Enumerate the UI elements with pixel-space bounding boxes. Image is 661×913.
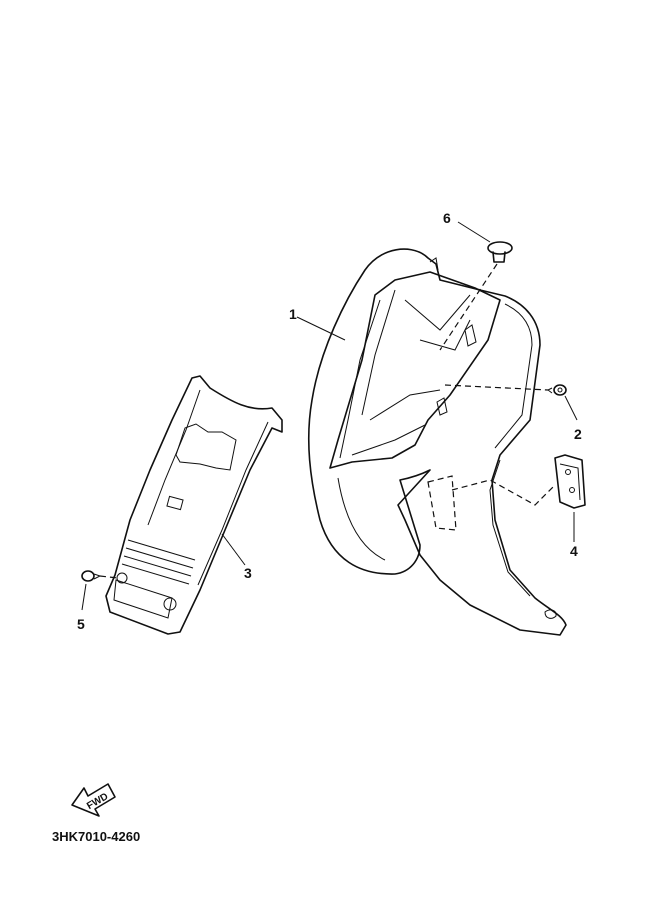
leader-line-1 <box>296 316 346 341</box>
callout-4: 4 <box>570 543 578 559</box>
plate-part-4 <box>554 454 586 509</box>
bolt-part-2 <box>547 384 567 396</box>
dashed-line-2 <box>444 384 549 391</box>
screw-part-5 <box>81 570 102 582</box>
grommet-part-6 <box>487 241 513 263</box>
front-cover-part-3 <box>105 375 283 635</box>
diagram-code: 3HK7010-4260 <box>52 829 140 844</box>
callout-6: 6 <box>443 210 451 226</box>
callout-5: 5 <box>77 616 85 632</box>
callout-3: 3 <box>244 565 252 581</box>
callout-2: 2 <box>574 426 582 442</box>
callout-1: 1 <box>289 306 297 322</box>
dashed-line-4 <box>451 479 556 506</box>
leader-line-5 <box>81 583 87 611</box>
fwd-label: FWD <box>85 791 110 812</box>
dashed-line-6 <box>439 263 498 351</box>
leader-line-6 <box>457 221 491 243</box>
leader-line-2 <box>564 395 578 421</box>
leader-line-3 <box>221 533 246 566</box>
leg-shield-part-1 <box>307 248 567 636</box>
fwd-arrow-icon: FWD <box>71 783 116 817</box>
dashed-line-5 <box>99 575 119 579</box>
